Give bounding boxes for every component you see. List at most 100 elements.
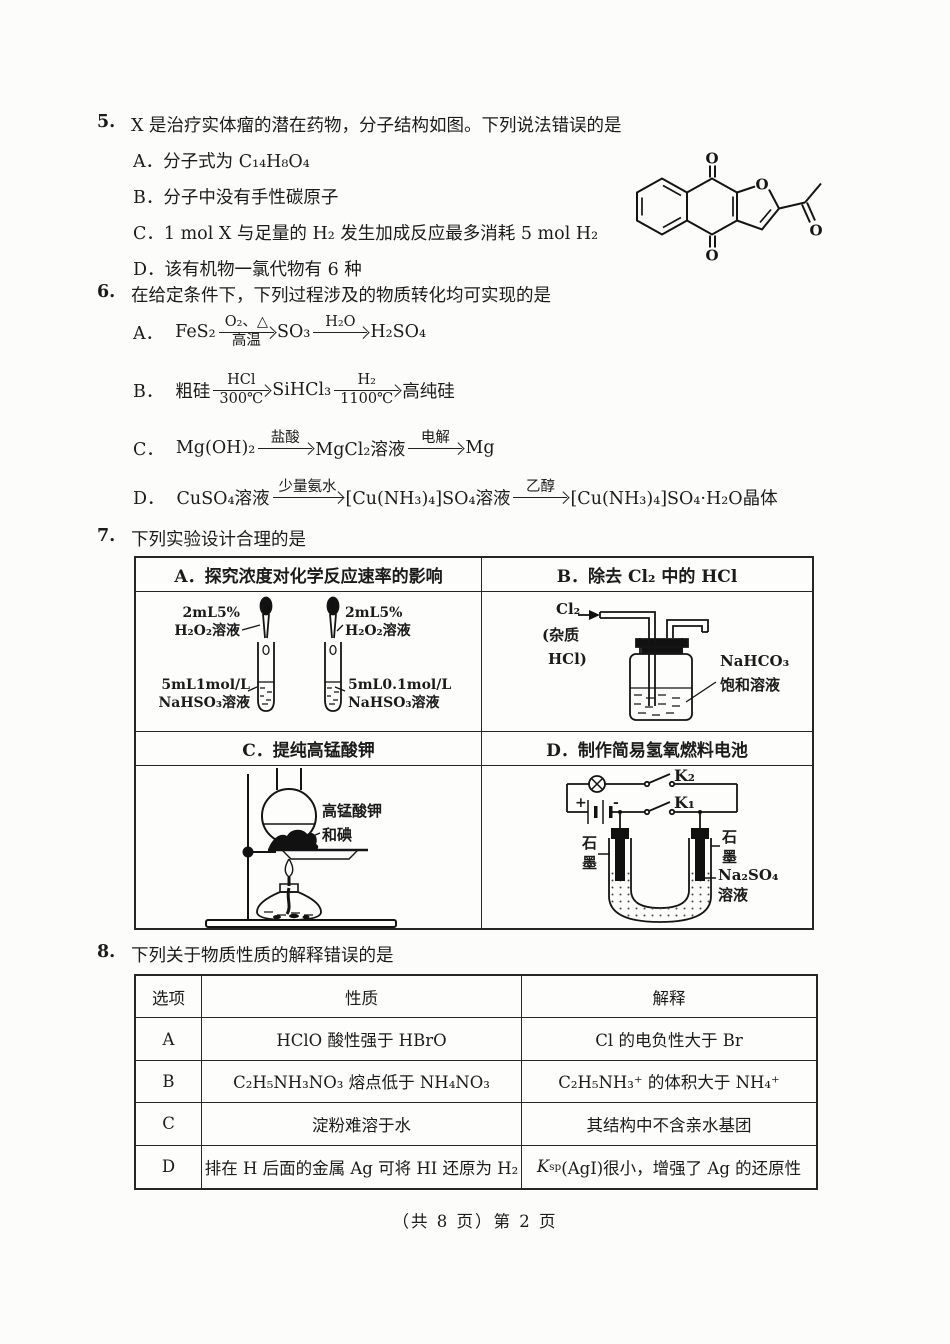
arrow-line	[272, 496, 343, 498]
reaction-arrow: 电解	[408, 430, 463, 465]
q5-option-b: B．分子中没有手性碳原子	[133, 188, 339, 208]
bottle-shapes	[578, 610, 716, 720]
fuel-cell-circuit-diagram	[482, 766, 812, 928]
option-label: C．	[133, 439, 164, 460]
page-footer: （共 8 页）第 2 页	[392, 1212, 558, 1231]
species: SiHCl₃	[272, 380, 332, 400]
q7-cell-d-diagram: K₂ K₁ + - 石 墨 石 墨 Na₂SO₄ 溶液	[482, 766, 812, 928]
graphite-left-label: 石 墨	[582, 834, 598, 872]
ksp-subscript: sp	[549, 1160, 562, 1173]
q8-row-c-property: 淀粉难溶于水	[202, 1103, 522, 1146]
q7-cell-b-title: B．除去 Cl₂ 中的 HCl	[482, 558, 812, 592]
q5-option-c: C．1 mol X 与足量的 H₂ 发生加成反应最多消耗 5 mol H₂	[133, 224, 599, 244]
impurity-label-1: (杂质	[542, 626, 580, 644]
stand-shapes	[206, 768, 396, 927]
q8-number: 8.	[97, 942, 116, 962]
species: FeS₂	[175, 322, 216, 342]
q8-row-c-explanation: 其结构中不含亲水基团	[522, 1103, 816, 1146]
q7-stem: 下列实验设计合理的是	[131, 530, 306, 550]
oxygen-atom-bottom: O	[705, 247, 718, 265]
molecule-atoms: O O O O	[705, 150, 822, 265]
q8-header-property: 性质	[202, 976, 522, 1019]
test-tubes-diagram	[136, 592, 482, 732]
solution-label-2: 饱和溶液	[720, 676, 781, 694]
reaction-arrow: 盐酸	[258, 430, 313, 465]
q5-stem: X 是治疗实体瘤的潜在药物，分子结构如图。下列说法错误的是	[131, 116, 622, 136]
molecule-diagram: O O O O	[615, 150, 823, 265]
species: [Cu(NH₃)₄]SO₄溶液	[345, 488, 511, 509]
q8-row-a-property: HClO 酸性强于 HBrO	[202, 1018, 522, 1061]
species: H₂SO₄	[370, 322, 427, 342]
q8-row-d-option: D	[136, 1145, 202, 1188]
q7-cell-d-title: D．制作简易氢氧燃料电池	[482, 732, 812, 766]
solution-label-1: NaHCO₃	[720, 652, 790, 670]
q8-row-b-option: B	[136, 1060, 202, 1104]
q8-row-a-explanation: Cl 的电负性大于 Br	[522, 1018, 816, 1061]
q7-experiment-table: A．探究浓度对化学反应速率的影响 B．除去 Cl₂ 中的 HCl	[134, 556, 814, 930]
reagent-label-bottom-left: 5mL1mol/L NaHSO₃溶液	[158, 677, 250, 712]
reagent-label-top-right: 2mL5% H₂O₂溶液	[345, 605, 411, 640]
q7-cell-c-title: C．提纯高锰酸钾	[136, 732, 482, 766]
q6-option-d: D． CuSO₄溶液 少量氨水 [Cu(NH₃)₄]SO₄溶液 乙醇 [Cu(N…	[133, 470, 778, 524]
battery-minus-label: -	[613, 795, 619, 811]
option-label: B．	[133, 381, 164, 402]
test-tube-shapes	[242, 598, 345, 712]
arrow-line	[334, 389, 400, 391]
reagent-label-bottom-right: 5mL0.1mol/L NaHSO₃溶液	[348, 677, 452, 712]
solid-label-2: 和碘	[322, 826, 353, 844]
oxygen-atom-top: O	[705, 150, 718, 168]
arrow-line	[313, 331, 368, 333]
q6-option-c: C． Mg(OH)₂ 盐酸 MgCl₂溶液 电解 Mg	[133, 421, 495, 475]
q7-cell-a-title: A．探究浓度对化学反应速率的影响	[136, 558, 482, 592]
reaction-arrow: 乙醇	[513, 479, 568, 514]
switch-k2-label: K₂	[674, 766, 695, 785]
q5-number: 5.	[97, 112, 116, 132]
heating-stand-diagram	[136, 766, 482, 928]
battery-plus-label: +	[575, 795, 587, 811]
species: CuSO₄溶液	[176, 488, 270, 509]
species: 高纯硅	[402, 381, 455, 402]
arrow-line	[218, 331, 275, 333]
q7-cell-c-diagram: 高锰酸钾 和碘	[136, 766, 482, 928]
species: SO₃	[277, 322, 311, 342]
gas-washing-bottle-diagram	[482, 610, 812, 732]
arrow-line	[258, 447, 313, 449]
q8-row-a-option: A	[136, 1018, 202, 1061]
option-label: D．	[133, 488, 165, 509]
species: Mg	[465, 438, 495, 458]
solid-label-1: 高锰酸钾	[322, 802, 383, 820]
reagent-label-top-left: 2mL5% H₂O₂溶液	[174, 605, 240, 640]
species: Mg(OH)₂	[175, 438, 256, 458]
q6-option-a: A． FeS₂ O₂、△高温 SO₃ H₂O H₂SO₄	[133, 304, 426, 360]
arrow-line	[513, 496, 568, 498]
q8-row-c-option: C	[136, 1103, 202, 1146]
graphite-right-label: 石 墨	[722, 828, 738, 866]
switch-k1-label: K₁	[674, 793, 695, 812]
circuit-shapes	[567, 774, 737, 922]
option-label: A．	[133, 323, 164, 344]
reaction-arrow: 少量氨水	[272, 479, 343, 514]
species: 粗硅	[175, 381, 211, 402]
ksp-text: (AgI)很小，增强了 Ag 的还原性	[561, 1158, 802, 1178]
q8-row-b-explanation: C₂H₅NH₃⁺ 的体积大于 NH₄⁺	[522, 1061, 816, 1104]
arrow-line	[408, 447, 463, 449]
ksp-symbol: K	[536, 1157, 550, 1177]
gas-label: Cl₂	[556, 600, 581, 618]
q6-stem: 在给定条件下，下列过程涉及的物质转化均可实现的是	[131, 286, 551, 306]
reaction-arrow: H₂O	[313, 314, 368, 349]
q7-cell-a-diagram: 2mL5% H₂O₂溶液 2mL5% H₂O₂溶液 5mL1mol/L NaHS…	[136, 592, 482, 732]
q6-number: 6.	[97, 282, 116, 302]
species: [Cu(NH₃)₄]SO₄·H₂O晶体	[570, 488, 778, 509]
q5-option-d: D．该有机物一氯代物有 6 种	[133, 260, 362, 280]
q7-cell-b-diagram: Cl₂ (杂质 HCl) NaHCO₃ 饱和溶液	[482, 592, 812, 732]
species: MgCl₂溶液	[315, 439, 406, 460]
q8-header-explanation: 解释	[522, 976, 816, 1019]
q7-number: 7.	[97, 526, 116, 546]
q8-header-option: 选项	[136, 976, 202, 1019]
oxygen-atom-acetyl: O	[809, 222, 822, 240]
